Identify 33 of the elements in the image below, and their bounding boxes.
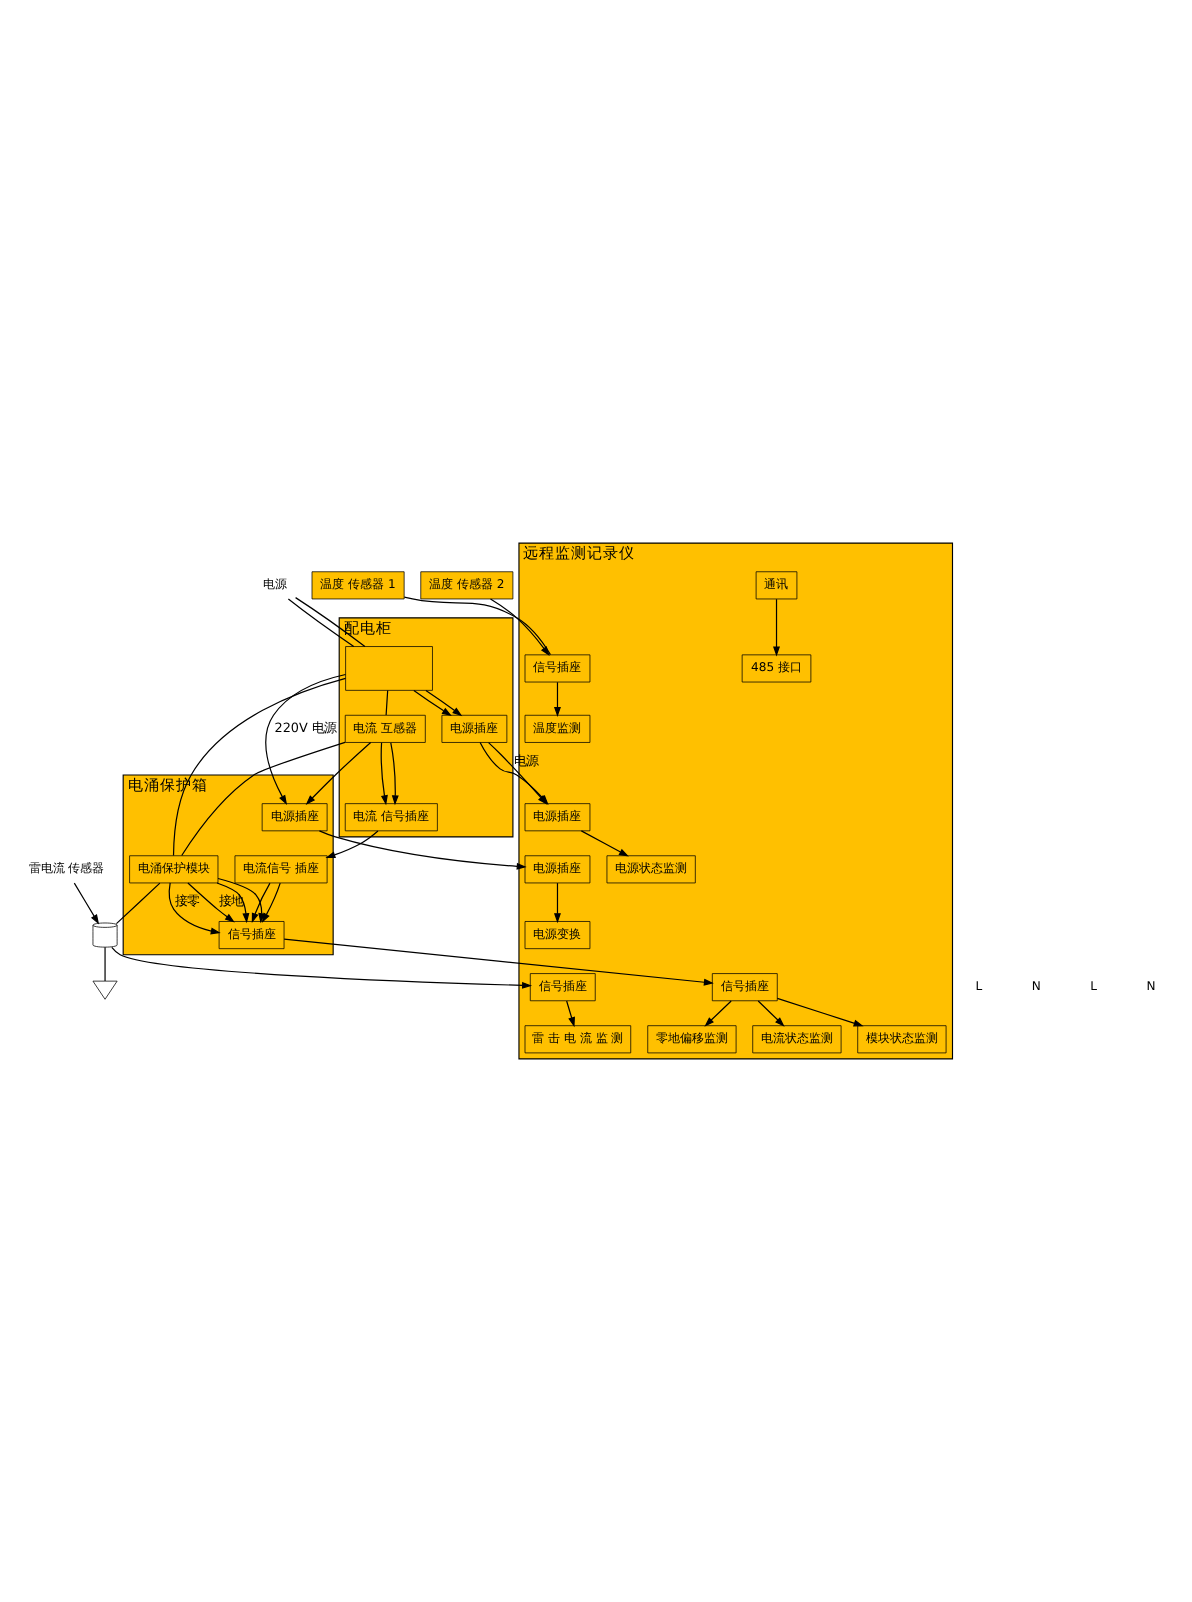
arrow: [325, 830, 379, 859]
arrow: [704, 1000, 732, 1027]
connector: [385, 689, 389, 716]
arrow: [554, 681, 561, 717]
arrow: [413, 689, 452, 717]
arrow: [425, 689, 463, 717]
arrow: [111, 946, 533, 989]
arrow: [318, 830, 527, 870]
arrow: [390, 742, 399, 806]
connector: [295, 597, 366, 648]
arrow: [305, 741, 372, 805]
node-triangle: [92, 980, 118, 1000]
arrow: [265, 673, 347, 806]
arrow: [380, 742, 388, 806]
arrow: [187, 882, 235, 923]
connector: [181, 741, 346, 857]
arrow: [776, 997, 864, 1027]
arrow: [283, 938, 714, 986]
arrow: [168, 882, 221, 935]
node-box: [345, 646, 433, 691]
connector: [172, 677, 347, 857]
connector: [287, 598, 355, 647]
arrow: [217, 877, 266, 924]
arrow: [773, 598, 780, 657]
arrow: [580, 830, 629, 857]
arrow: [757, 1000, 785, 1027]
arrow: [554, 882, 561, 924]
arrow: [73, 882, 100, 925]
connector: [104, 946, 106, 982]
connector: [115, 882, 161, 925]
arrow: [216, 882, 250, 924]
arrow: [566, 1000, 575, 1028]
arrow: [489, 598, 550, 657]
